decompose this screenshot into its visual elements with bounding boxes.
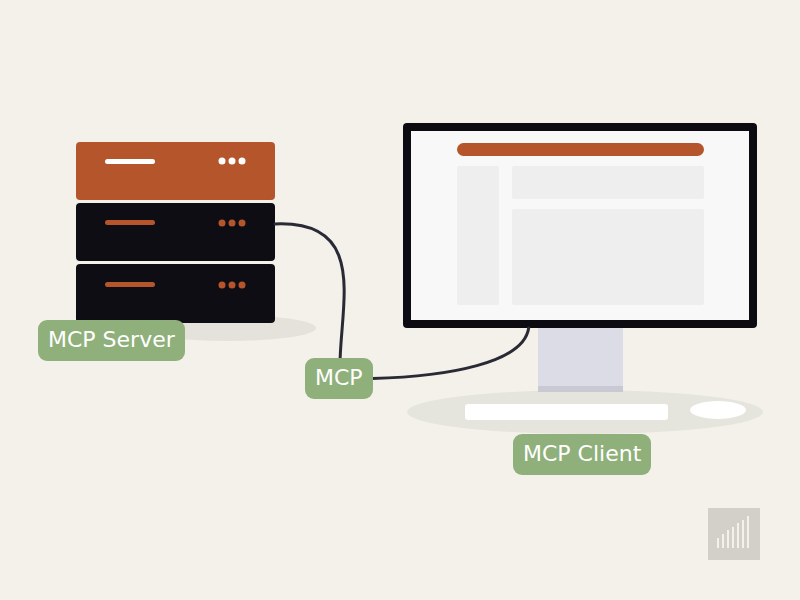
desk-shadow bbox=[407, 390, 763, 434]
server-unit bbox=[76, 264, 275, 323]
screen-sidebar bbox=[457, 166, 499, 305]
server-unit bbox=[76, 203, 275, 261]
node-label: MCP bbox=[315, 365, 363, 390]
protocol-pill: MCP bbox=[305, 358, 373, 399]
mouse bbox=[690, 401, 746, 419]
node-label: MCP Server bbox=[38, 320, 185, 361]
monitor-stand bbox=[538, 326, 623, 390]
server-unit bbox=[76, 142, 275, 200]
screen-header bbox=[457, 143, 704, 156]
monitor-screen bbox=[411, 131, 749, 320]
server-led bbox=[239, 282, 246, 289]
monitor-frame bbox=[403, 123, 757, 328]
server-led bbox=[229, 220, 236, 227]
server-slot bbox=[105, 159, 155, 164]
server-led bbox=[229, 282, 236, 289]
screen-panel bbox=[512, 166, 704, 199]
client-monitor: MCP Client bbox=[403, 123, 757, 328]
server-led bbox=[239, 158, 246, 165]
server-led bbox=[219, 158, 226, 165]
server-slot bbox=[105, 220, 155, 225]
watermark-logo bbox=[708, 508, 760, 560]
server-led bbox=[219, 282, 226, 289]
server-led bbox=[229, 158, 236, 165]
screen-panel bbox=[512, 209, 704, 305]
server-led bbox=[239, 220, 246, 227]
server-slot bbox=[105, 282, 155, 287]
server-stack: MCP Server bbox=[76, 142, 275, 323]
server-led bbox=[219, 220, 226, 227]
keyboard bbox=[465, 404, 668, 420]
monitor-stand-base bbox=[538, 386, 623, 392]
cable bbox=[373, 328, 529, 379]
watermark-bars bbox=[718, 516, 748, 548]
node-label: MCP Client bbox=[513, 434, 651, 475]
cable bbox=[275, 224, 344, 358]
